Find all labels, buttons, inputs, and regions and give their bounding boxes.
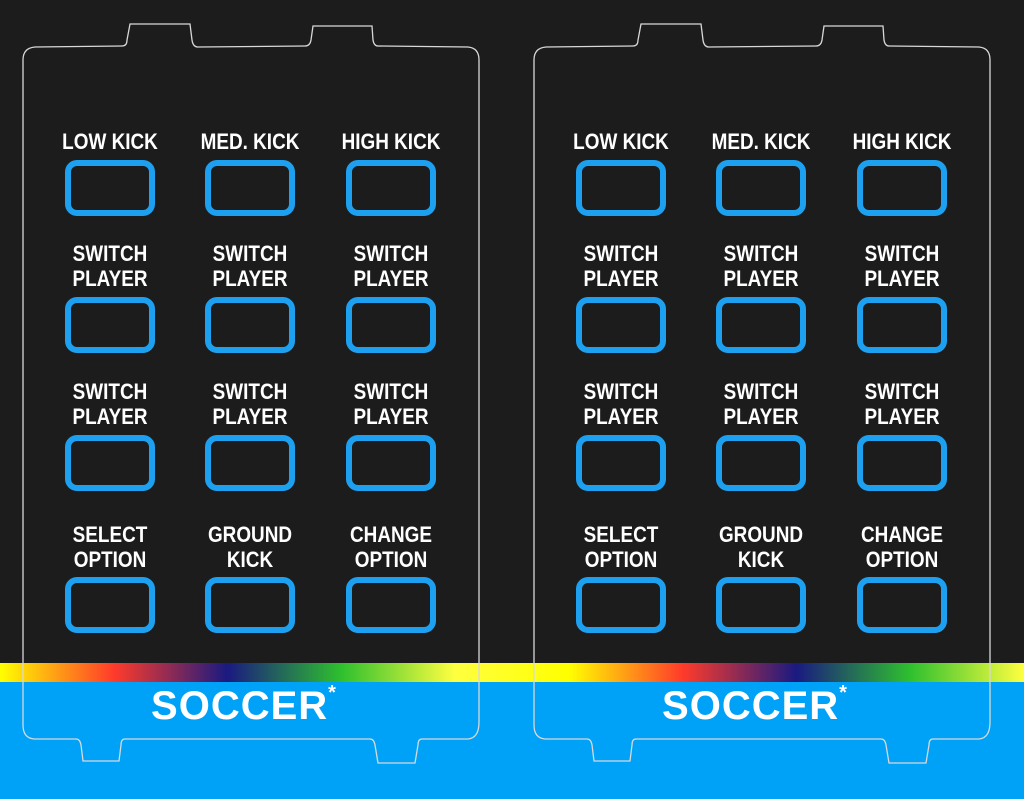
key-button[interactable]	[205, 577, 295, 633]
key-button[interactable]	[857, 297, 947, 353]
overlay-cut-outline	[533, 23, 991, 764]
key-button[interactable]	[346, 435, 436, 491]
game-title: SOCCER*	[499, 681, 1011, 729]
key-label: SWITCH PLAYER	[72, 379, 148, 429]
key-label: SWITCH PLAYER	[723, 379, 799, 429]
key-button[interactable]	[857, 577, 947, 633]
rainbow-band	[0, 663, 1024, 682]
game-title-text: SOCCER	[151, 684, 329, 728]
key-label: LOW KICK	[62, 129, 158, 154]
key-label: SWITCH PLAYER	[583, 241, 659, 291]
key-button[interactable]	[716, 160, 806, 216]
key-label: MED. KICK	[711, 129, 811, 154]
key-label: GROUND KICK	[207, 522, 293, 572]
key-button[interactable]	[65, 577, 155, 633]
key-button[interactable]	[576, 577, 666, 633]
key-label: SWITCH PLAYER	[212, 379, 288, 429]
bottom-blue-strip	[0, 682, 1024, 799]
key-button[interactable]	[716, 297, 806, 353]
key-label: MED. KICK	[200, 129, 300, 154]
game-title: SOCCER*	[0, 681, 500, 729]
key-button[interactable]	[857, 160, 947, 216]
key-label: SWITCH PLAYER	[353, 241, 429, 291]
key-label: SWITCH PLAYER	[353, 379, 429, 429]
key-label: SWITCH PLAYER	[72, 241, 148, 291]
key-button[interactable]	[346, 577, 436, 633]
key-button[interactable]	[65, 297, 155, 353]
key-label: GROUND KICK	[718, 522, 804, 572]
key-button[interactable]	[857, 435, 947, 491]
key-button[interactable]	[65, 435, 155, 491]
key-button[interactable]	[205, 435, 295, 491]
key-button[interactable]	[205, 297, 295, 353]
overlay-cut-outline	[22, 23, 480, 764]
key-button[interactable]	[576, 160, 666, 216]
key-label: HIGH KICK	[852, 129, 952, 154]
key-label: SWITCH PLAYER	[864, 241, 940, 291]
key-button[interactable]	[716, 577, 806, 633]
key-label: CHANGE OPTION	[350, 522, 432, 572]
key-label: SWITCH PLAYER	[583, 379, 659, 429]
game-title-text: SOCCER	[662, 684, 840, 728]
key-label: LOW KICK	[573, 129, 669, 154]
overlay-panel-2: LOW KICK MED. KICK HIGH KICK SWITCH PLAYER S…	[511, 0, 1023, 799]
key-label: SWITCH PLAYER	[212, 241, 288, 291]
key-label: SWITCH PLAYER	[723, 241, 799, 291]
key-label: SWITCH PLAYER	[864, 379, 940, 429]
key-button[interactable]	[716, 435, 806, 491]
key-button[interactable]	[346, 297, 436, 353]
key-label: SELECT OPTION	[583, 522, 659, 572]
key-label: HIGH KICK	[341, 129, 441, 154]
trademark-asterisk: *	[328, 681, 337, 704]
key-button[interactable]	[205, 160, 295, 216]
trademark-asterisk: *	[839, 681, 848, 704]
overlay-panel-1: LOW KICK MED. KICK HIGH KICK SWITCH PLAYER S…	[0, 23, 500, 764]
key-button[interactable]	[576, 435, 666, 491]
key-button[interactable]	[65, 160, 155, 216]
key-button[interactable]	[576, 297, 666, 353]
key-label: CHANGE OPTION	[861, 522, 943, 572]
key-button[interactable]	[346, 160, 436, 216]
key-label: SELECT OPTION	[72, 522, 148, 572]
